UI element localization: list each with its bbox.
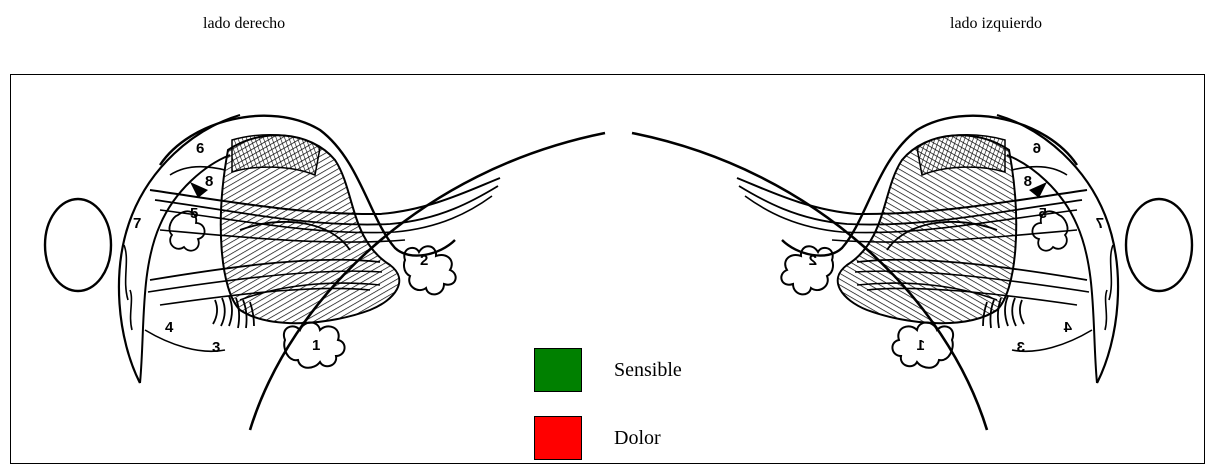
sensible-label: Sensible bbox=[614, 358, 682, 382]
sensible-color-swatch bbox=[534, 348, 582, 392]
dolor-label: Dolor bbox=[614, 426, 661, 450]
left-side-anatomy bbox=[632, 115, 1192, 430]
right-side-anatomy bbox=[45, 115, 605, 430]
dolor-color-swatch bbox=[534, 416, 582, 460]
legend-item-sensible: Sensible bbox=[534, 348, 682, 392]
legend-item-dolor: Dolor bbox=[534, 416, 661, 460]
